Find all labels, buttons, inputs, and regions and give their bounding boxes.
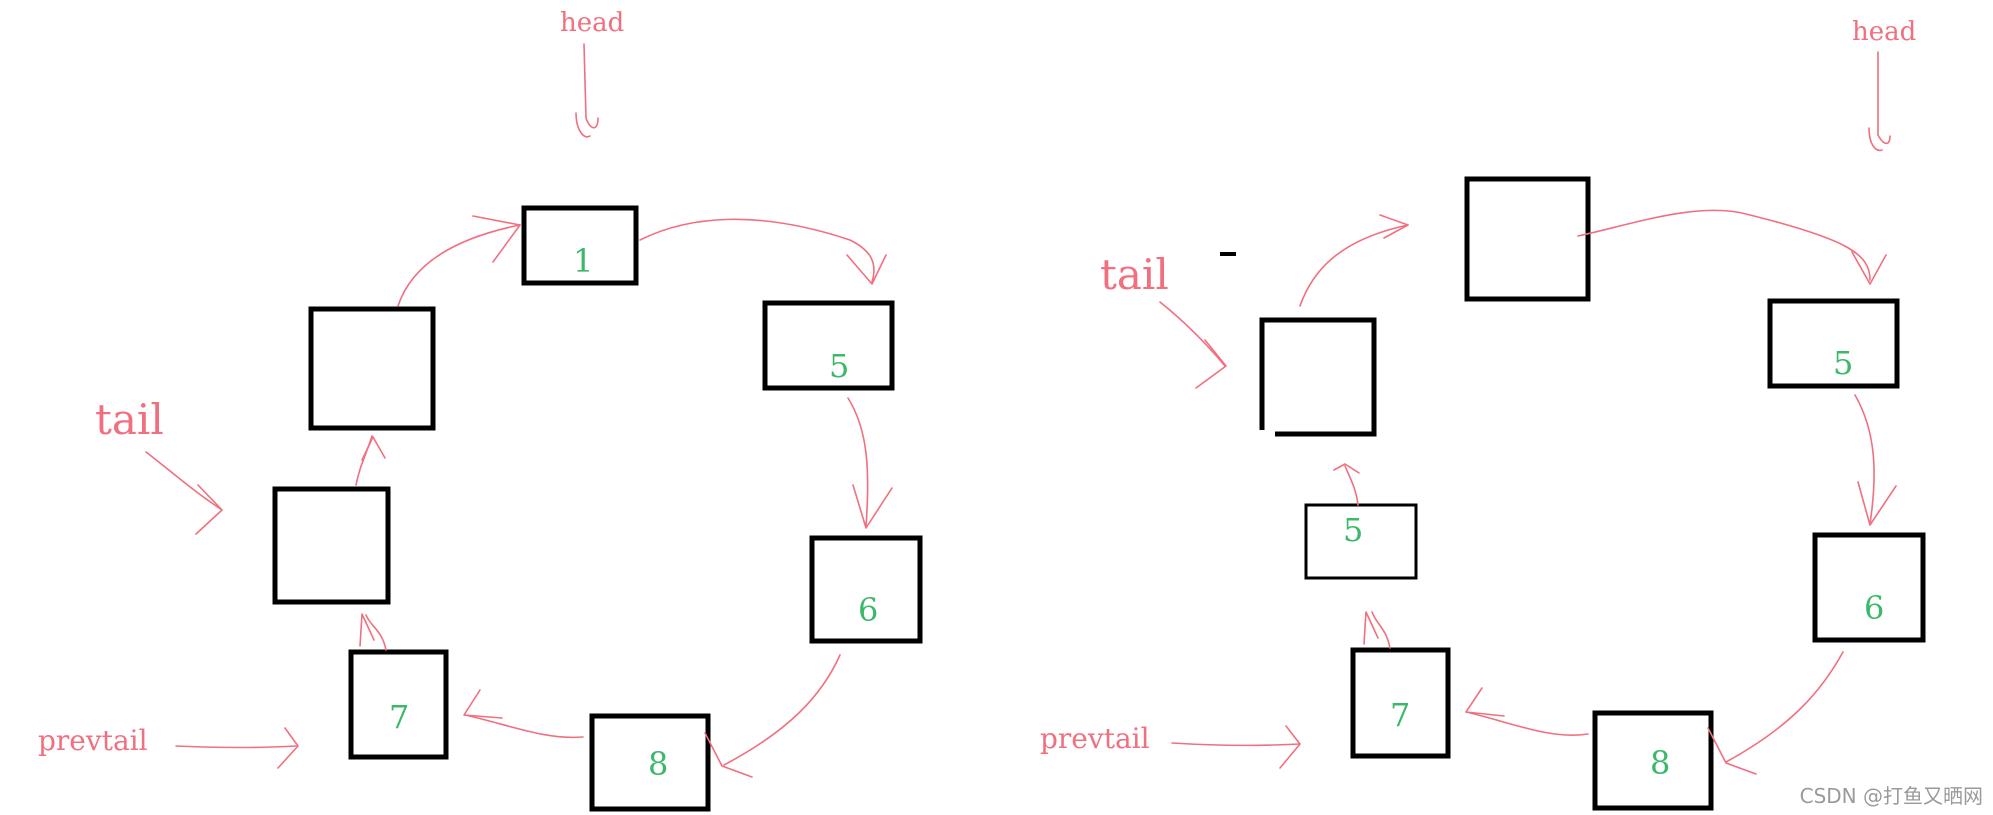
node-left-left-bottom: 7 bbox=[348, 649, 449, 760]
node-value: 7 bbox=[389, 698, 409, 736]
node-left-left-middle bbox=[272, 486, 391, 605]
next-arrow bbox=[704, 654, 841, 778]
next-arrow bbox=[639, 218, 887, 285]
tail-pointer: tail bbox=[95, 395, 223, 535]
node-value: 6 bbox=[1864, 589, 1884, 627]
next-arrow bbox=[1299, 214, 1409, 307]
node-value: 5 bbox=[829, 347, 849, 385]
tail-label: tail bbox=[95, 395, 164, 444]
prevtail-pointer: prevtail bbox=[1040, 722, 1301, 769]
node-right-left-middle: 5 bbox=[1304, 503, 1418, 580]
next-arrow bbox=[397, 215, 521, 307]
tail-pointer: tail bbox=[1100, 250, 1227, 389]
node-value: 8 bbox=[1650, 744, 1670, 782]
node-value: 1 bbox=[573, 242, 593, 280]
node-value: 6 bbox=[858, 591, 878, 629]
node-left-right-upper: 5 bbox=[762, 300, 895, 391]
watermark: CSDN @打鱼又晒网 bbox=[1799, 784, 1983, 808]
head-label: head bbox=[1852, 17, 1916, 47]
node-left-bottom: 8 bbox=[589, 713, 711, 812]
prevtail-label: prevtail bbox=[38, 724, 148, 757]
node-right-top bbox=[1464, 176, 1591, 302]
node-value: 7 bbox=[1390, 696, 1410, 734]
prevtail-pointer: prevtail bbox=[38, 724, 299, 769]
tail-label: tail bbox=[1100, 250, 1169, 299]
prevtail-label: prevtail bbox=[1040, 722, 1150, 755]
node-left-left-upper bbox=[308, 306, 436, 431]
node-left-right-lower: 6 bbox=[809, 535, 923, 644]
next-arrow bbox=[355, 435, 386, 486]
next-arrow bbox=[1363, 611, 1391, 649]
next-arrow bbox=[1333, 463, 1360, 506]
node-value: 5 bbox=[1833, 344, 1853, 382]
stray-mark bbox=[1220, 252, 1236, 256]
node-value: 8 bbox=[648, 745, 668, 783]
node-right-left-bottom: 7 bbox=[1350, 647, 1451, 759]
node-right-left-upper bbox=[1259, 317, 1377, 437]
head-label: head bbox=[560, 8, 624, 38]
head-pointer: head bbox=[1852, 17, 1916, 152]
next-arrow bbox=[1707, 651, 1844, 775]
diagram-right: 5 6 8 7 5 bbox=[1040, 17, 1926, 811]
next-arrow bbox=[1854, 394, 1897, 526]
diagram-left: 1 5 6 8 7 bbox=[38, 8, 923, 812]
next-arrow bbox=[359, 613, 387, 651]
node-right-right-lower: 6 bbox=[1812, 532, 1926, 643]
next-arrow bbox=[1465, 687, 1589, 736]
node-right-right-upper: 5 bbox=[1767, 298, 1900, 389]
next-arrow bbox=[847, 397, 893, 529]
head-pointer: head bbox=[560, 8, 624, 138]
node-value: 5 bbox=[1343, 511, 1363, 549]
next-arrow bbox=[463, 689, 584, 739]
node-right-bottom: 8 bbox=[1592, 710, 1714, 811]
node-left-top: 1 bbox=[521, 205, 639, 286]
next-arrow bbox=[1577, 209, 1887, 285]
